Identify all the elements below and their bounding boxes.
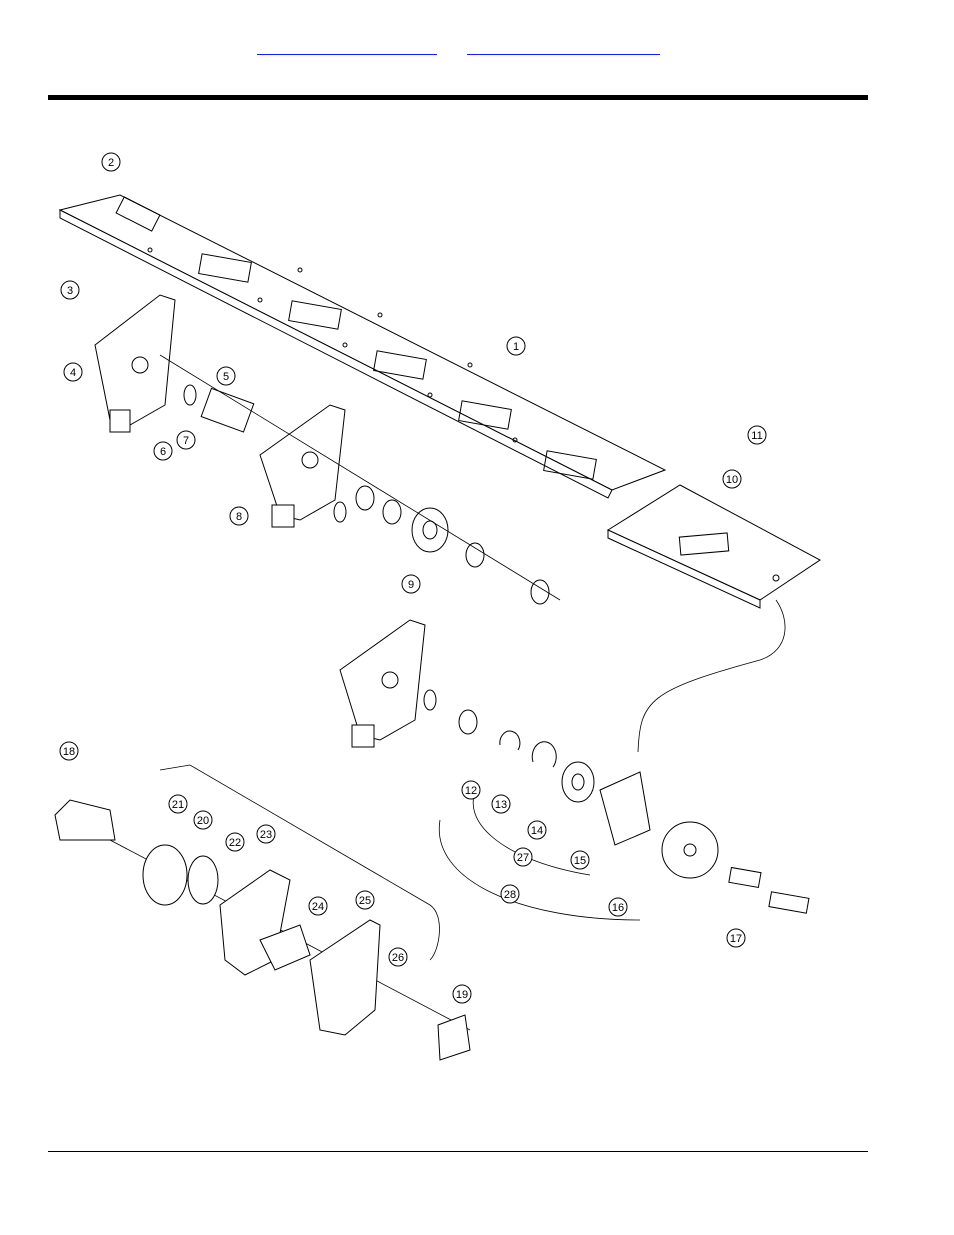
svg-text:3: 3 <box>67 285 73 297</box>
svg-text:28: 28 <box>504 889 516 901</box>
callout-27: 27 <box>513 847 533 867</box>
callout-11: 11 <box>747 425 767 445</box>
meter-housing-2 <box>259 404 346 528</box>
nav-link-2[interactable] <box>467 40 660 55</box>
svg-text:2: 2 <box>108 157 114 169</box>
svg-text:20: 20 <box>197 815 209 827</box>
svg-text:13: 13 <box>495 799 507 811</box>
svg-text:23: 23 <box>260 829 272 841</box>
callout-5: 5 <box>216 366 236 386</box>
nav-link-1[interactable] <box>257 40 437 55</box>
callout-21: 21 <box>168 794 188 814</box>
callout-26: 26 <box>388 947 408 967</box>
callout-4: 4 <box>63 362 83 382</box>
callout-labels: 1 2 3 4 5 6 7 8 9 10 11 12 13 14 15 16 1… <box>59 152 767 1004</box>
callout-7: 7 <box>176 430 196 450</box>
callout-10: 10 <box>722 469 742 489</box>
svg-text:1: 1 <box>513 341 519 353</box>
callout-3: 3 <box>60 280 80 300</box>
meter-housing-3 <box>339 619 426 748</box>
svg-text:18: 18 <box>63 746 75 758</box>
svg-text:25: 25 <box>359 895 371 907</box>
callout-18: 18 <box>59 741 79 761</box>
svg-text:22: 22 <box>229 837 241 849</box>
callout-6: 6 <box>153 441 173 461</box>
callout-2: 2 <box>101 152 121 172</box>
header-rule <box>48 95 868 100</box>
callout-22: 22 <box>225 832 245 852</box>
callout-12: 12 <box>461 780 481 800</box>
callout-23: 23 <box>256 824 276 844</box>
svg-text:14: 14 <box>531 825 543 837</box>
group-leaders <box>159 599 786 961</box>
callout-15: 15 <box>570 850 590 870</box>
svg-text:16: 16 <box>612 902 624 914</box>
svg-text:12: 12 <box>465 785 477 797</box>
svg-text:24: 24 <box>312 901 324 913</box>
callout-9: 9 <box>401 574 421 594</box>
svg-text:21: 21 <box>172 799 184 811</box>
svg-text:11: 11 <box>751 430 762 442</box>
callout-16: 16 <box>608 897 628 917</box>
svg-text:9: 9 <box>408 579 414 591</box>
meter-housing-1 <box>94 294 176 433</box>
callout-20: 20 <box>193 810 213 830</box>
exploded-housing <box>54 799 471 1061</box>
svg-text:4: 4 <box>70 367 76 379</box>
svg-text:5: 5 <box>223 371 229 383</box>
svg-text:6: 6 <box>160 446 166 458</box>
svg-text:26: 26 <box>392 952 404 964</box>
svg-text:8: 8 <box>236 511 242 523</box>
svg-text:7: 7 <box>183 435 189 447</box>
callout-1: 1 <box>506 336 526 356</box>
footer-rule <box>48 1151 868 1152</box>
callout-28: 28 <box>500 884 520 904</box>
svg-text:19: 19 <box>456 989 468 1001</box>
callout-14: 14 <box>527 820 547 840</box>
callout-25: 25 <box>355 890 375 910</box>
exploded-parts-diagram: 1 2 3 4 5 6 7 8 9 10 11 12 13 14 15 16 1… <box>48 140 838 1080</box>
callout-19: 19 <box>452 984 472 1004</box>
svg-text:27: 27 <box>517 852 529 864</box>
callout-13: 13 <box>491 794 511 814</box>
svg-text:15: 15 <box>574 855 586 867</box>
svg-text:17: 17 <box>730 933 742 945</box>
callout-17: 17 <box>726 928 746 948</box>
callout-24: 24 <box>308 896 328 916</box>
mounting-plate-long <box>58 194 667 499</box>
svg-text:10: 10 <box>726 474 738 486</box>
shaft-parts <box>109 354 810 1031</box>
mounting-plate-short <box>606 484 821 609</box>
callout-8: 8 <box>229 506 249 526</box>
